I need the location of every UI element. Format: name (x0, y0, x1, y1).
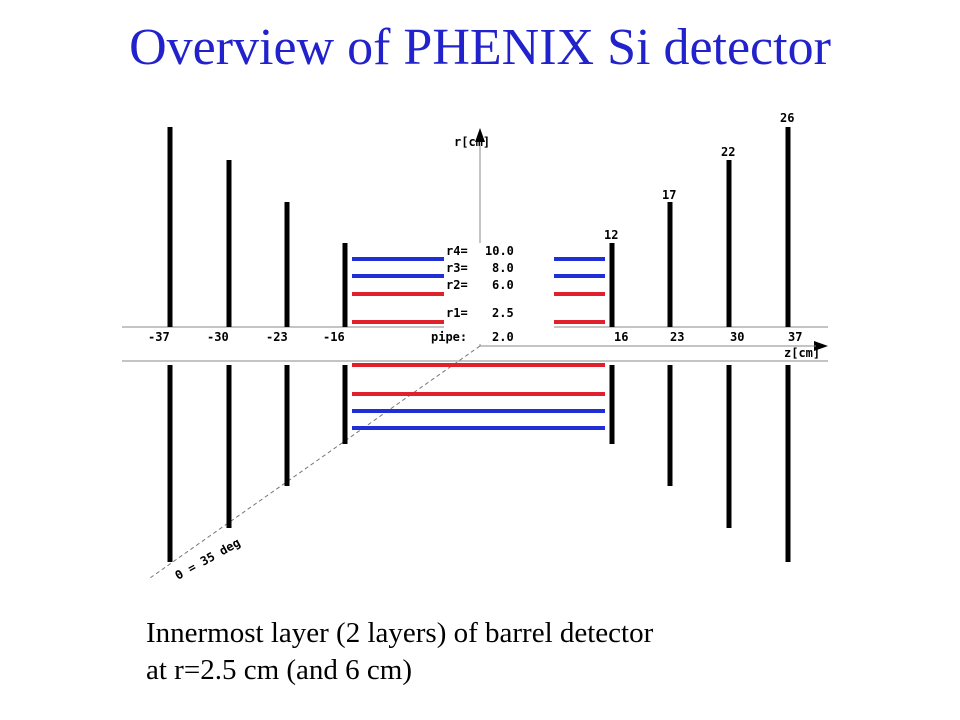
endcap-radius-label: 22 (721, 145, 735, 159)
z-axis-arrowhead (814, 341, 828, 351)
endcap-radius-label: 12 (604, 228, 618, 242)
layer-r4-label: r4= (446, 244, 468, 258)
layer-r3-value: 8.0 (492, 261, 514, 275)
endcap-radius-label: 17 (662, 188, 676, 202)
z-tick-label: -30 (207, 330, 229, 344)
layer-r3-label: r3= (446, 261, 468, 275)
pipe-label-background (428, 331, 522, 344)
z-axis-label: z[cm] (784, 346, 820, 360)
z-tick-label: 23 (670, 330, 684, 344)
z-tick-label: 30 (730, 330, 744, 344)
layer-r2-value: 6.0 (492, 278, 514, 292)
pipe-label: pipe: (431, 330, 467, 344)
layer-r1-value: 2.5 (492, 306, 514, 320)
caption-line-1: Innermost layer (2 layers) of barrel det… (146, 617, 654, 649)
layer-label-background (444, 243, 554, 331)
theta-angle-label: Θ = 35 deg (173, 535, 243, 582)
pipe-value: 2.0 (492, 330, 514, 344)
r-axis-arrowhead (475, 128, 485, 142)
z-tick-label: 16 (614, 330, 628, 344)
layer-r1-label: r1= (446, 306, 468, 320)
z-tick-label: 37 (788, 330, 802, 344)
r-axis-label: r[cm] (454, 135, 490, 149)
endcap-radius-label: 26 (780, 111, 794, 125)
z-tick-label: -16 (323, 330, 345, 344)
layer-r2-label: r2= (446, 278, 468, 292)
slide-title: Overview of PHENIX Si detector (129, 19, 831, 76)
z-tick-label: -37 (148, 330, 170, 344)
slide-caption: Innermost layer (2 layers) of barrel det… (146, 615, 906, 689)
layer-r4-value: 10.0 (485, 244, 514, 258)
z-tick-label: -23 (266, 330, 288, 344)
theta-dashed-line (149, 345, 481, 579)
caption-line-2: at r=2.5 cm (and 6 cm) (146, 654, 412, 686)
